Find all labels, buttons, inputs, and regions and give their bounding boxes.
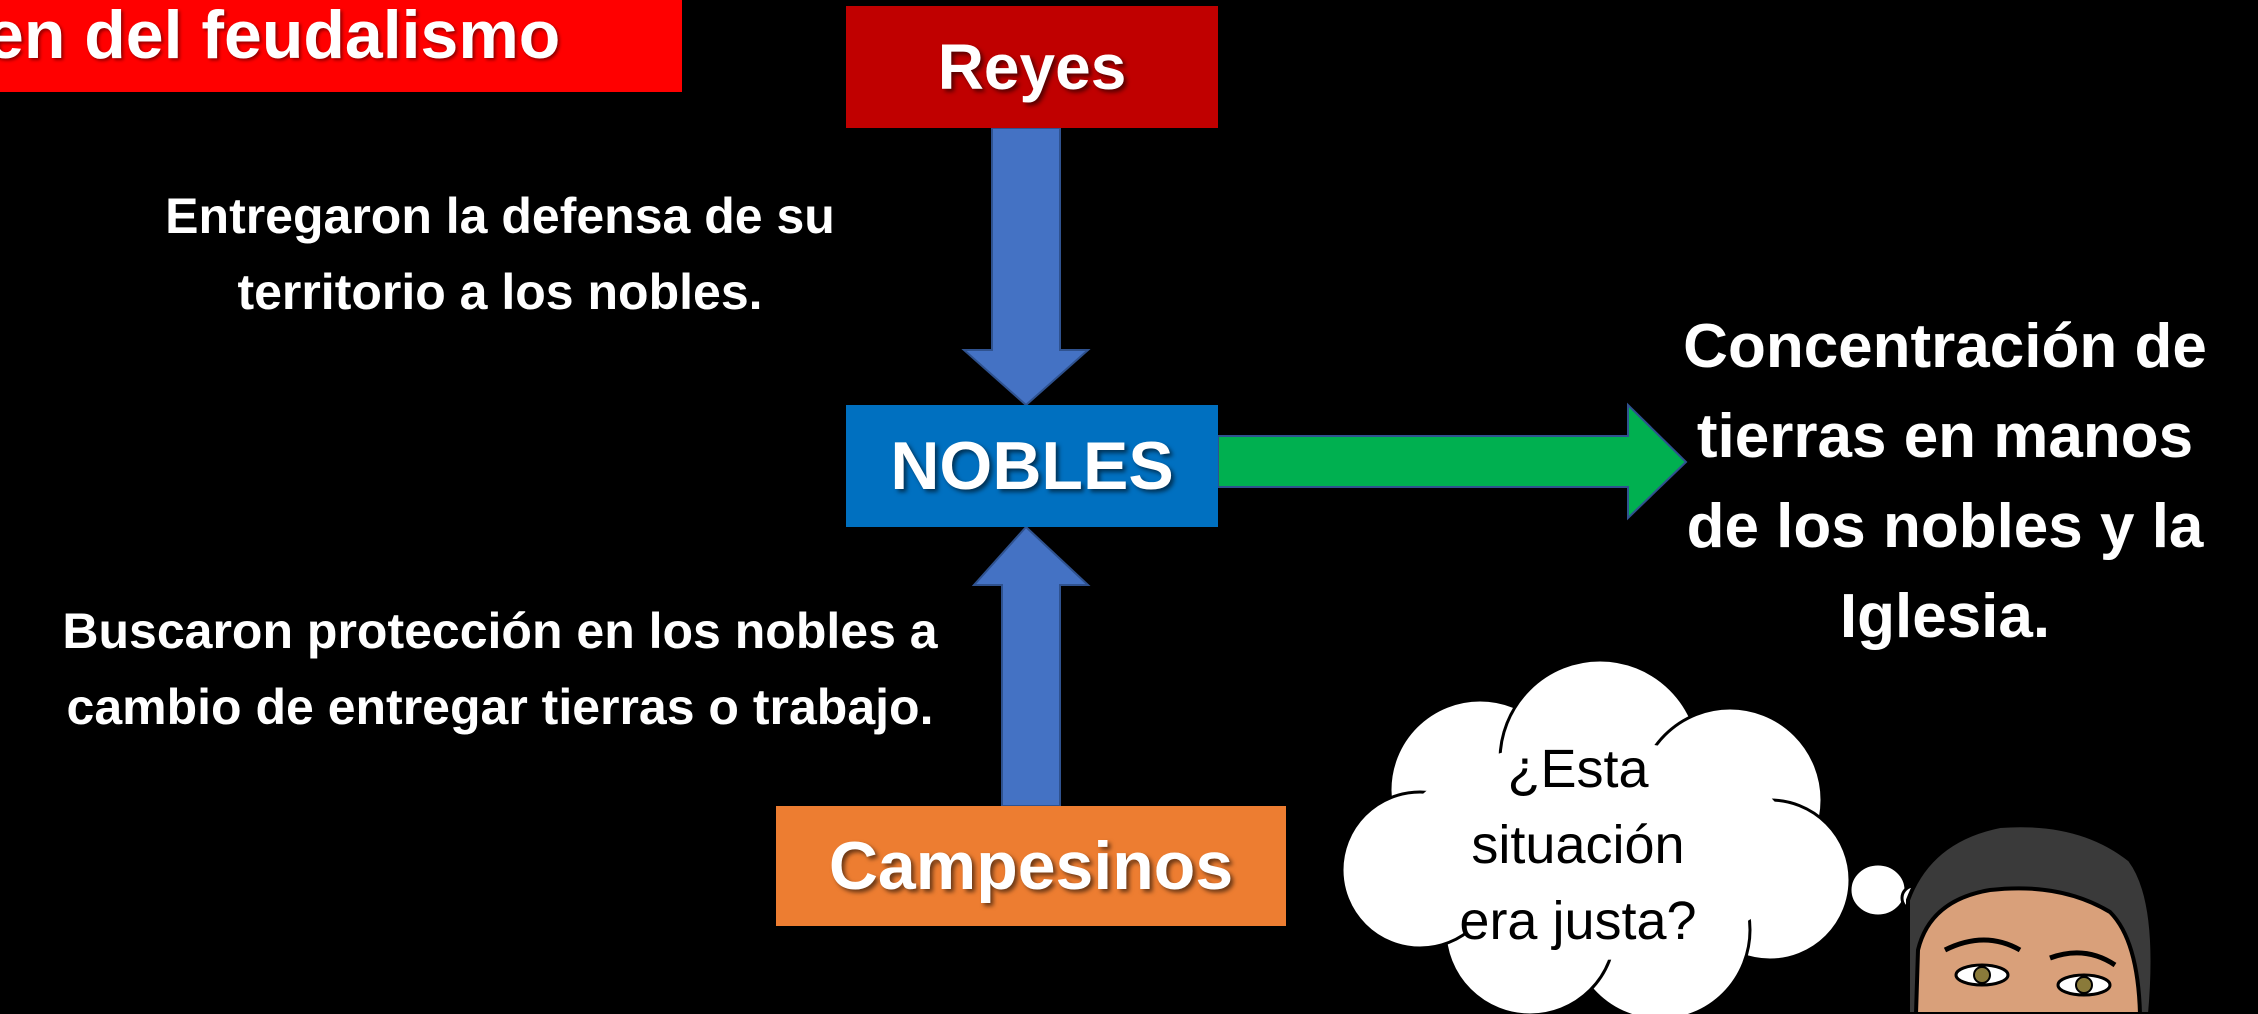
thought-line-3: era justa? bbox=[1459, 891, 1697, 951]
title-banner: en del feudalismo bbox=[0, 0, 682, 92]
thought-bubble-text: ¿Esta situación era justa? bbox=[1418, 731, 1738, 959]
result-line-2: tierras en manos bbox=[1696, 402, 2194, 471]
node-nobles: NOBLES bbox=[846, 405, 1218, 527]
label-campesinos-to-nobles: Buscaron protección en los nobles a camb… bbox=[0, 593, 1000, 745]
thought-cloud bbox=[1340, 658, 1852, 1014]
thought-dot-large bbox=[1848, 862, 1908, 918]
character-illustration bbox=[1906, 823, 2155, 1014]
node-reyes: Reyes bbox=[846, 6, 1218, 128]
label-campesinos-line-1: Buscaron protección en los nobles a bbox=[62, 603, 938, 659]
result-line-3: de los nobles y la bbox=[1686, 492, 2204, 561]
result-line-1: Concentración de bbox=[1683, 312, 2207, 381]
label-result: Concentración de tierras en manos de los… bbox=[1640, 302, 2250, 662]
arrow-reyes-to-nobles bbox=[961, 127, 1091, 407]
arrow-nobles-to-result bbox=[1217, 402, 1688, 521]
slide-title: en del feudalismo bbox=[0, 0, 561, 73]
result-line-4: Iglesia. bbox=[1839, 582, 2051, 651]
label-reyes-line-1: Entregaron la defensa de su bbox=[165, 188, 835, 244]
thought-line-1: ¿Esta bbox=[1507, 739, 1649, 799]
node-campesinos: Campesinos bbox=[776, 806, 1286, 926]
label-reyes-to-nobles: Entregaron la defensa de su territorio a… bbox=[80, 178, 920, 330]
label-reyes-line-2: territorio a los nobles. bbox=[237, 264, 763, 320]
label-campesinos-line-2: cambio de entregar tierras o trabajo. bbox=[66, 679, 934, 735]
thought-line-2: situación bbox=[1471, 815, 1685, 875]
